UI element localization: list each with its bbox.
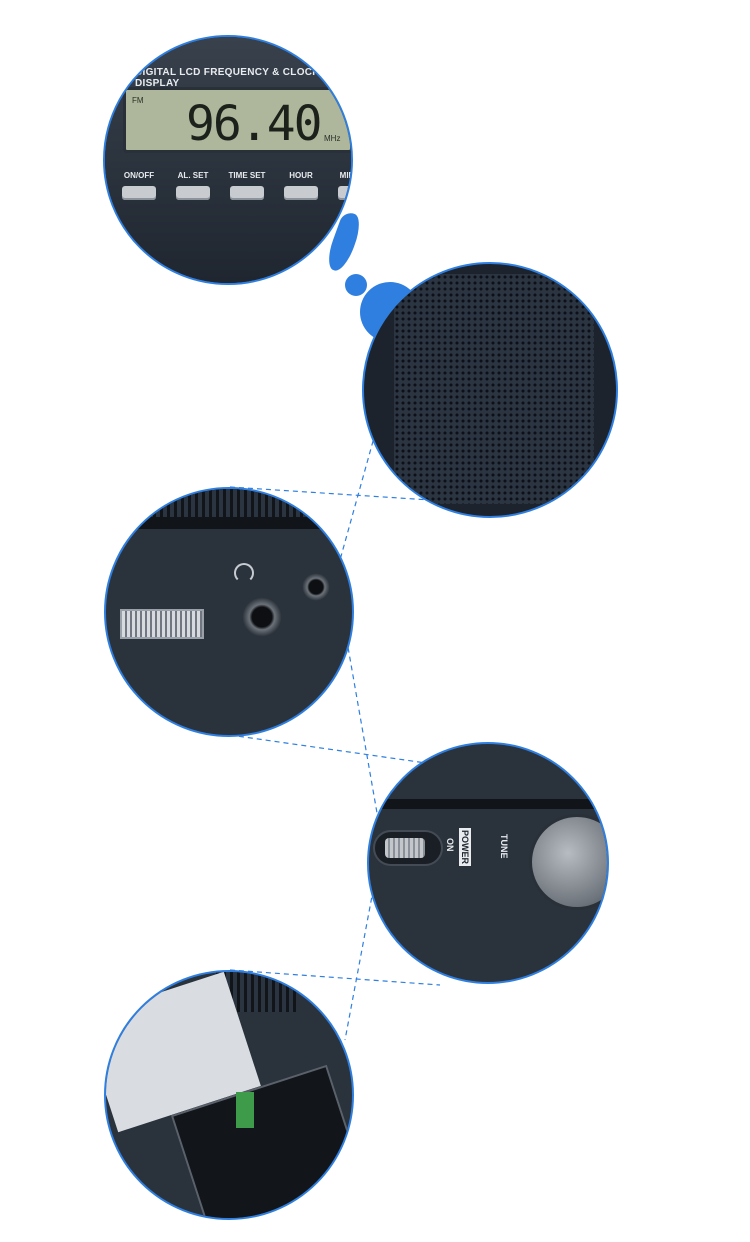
headphone-jack[interactable] [242, 597, 282, 637]
lcd-screen: FM 96.40 MHz [123, 87, 351, 153]
frequency-unit: MHz [324, 134, 341, 143]
alarm-set-button[interactable]: AL. SET [171, 171, 215, 200]
speaker-grille [394, 274, 594, 504]
lcd-header: DIGITAL LCD FREQUENCY & CLOCK DISPLAY [135, 67, 320, 89]
headphone-icon [234, 563, 254, 583]
minute-button[interactable]: MINUTE [333, 171, 351, 200]
tune-knob[interactable] [529, 814, 607, 910]
band-indicator: FM [132, 96, 144, 105]
frequency-readout: 96.40 [186, 96, 322, 152]
battery-closeup [104, 970, 354, 1220]
on-label: ON [445, 838, 455, 852]
time-set-button[interactable]: TIME SET [225, 171, 269, 200]
ports-closeup [104, 487, 354, 737]
top-vent [146, 489, 316, 517]
dc-input-jack[interactable] [302, 573, 330, 601]
hour-button[interactable]: HOUR [279, 171, 323, 200]
lcd-closeup: DIGITAL LCD FREQUENCY & CLOCK DISPLAY FM… [103, 35, 353, 285]
power-closeup: POWER ON TUNE [367, 742, 609, 984]
power-switch[interactable] [373, 830, 443, 866]
power-label: POWER [459, 828, 471, 867]
button-row: ON/OFF AL. SET TIME SET HOUR MINUTE [117, 171, 351, 200]
speaker-closeup [362, 262, 618, 518]
battery-contact [236, 1092, 254, 1128]
tune-label: TUNE [499, 834, 509, 859]
onoff-button[interactable]: ON/OFF [117, 171, 161, 200]
tuning-wheel[interactable] [120, 609, 204, 639]
